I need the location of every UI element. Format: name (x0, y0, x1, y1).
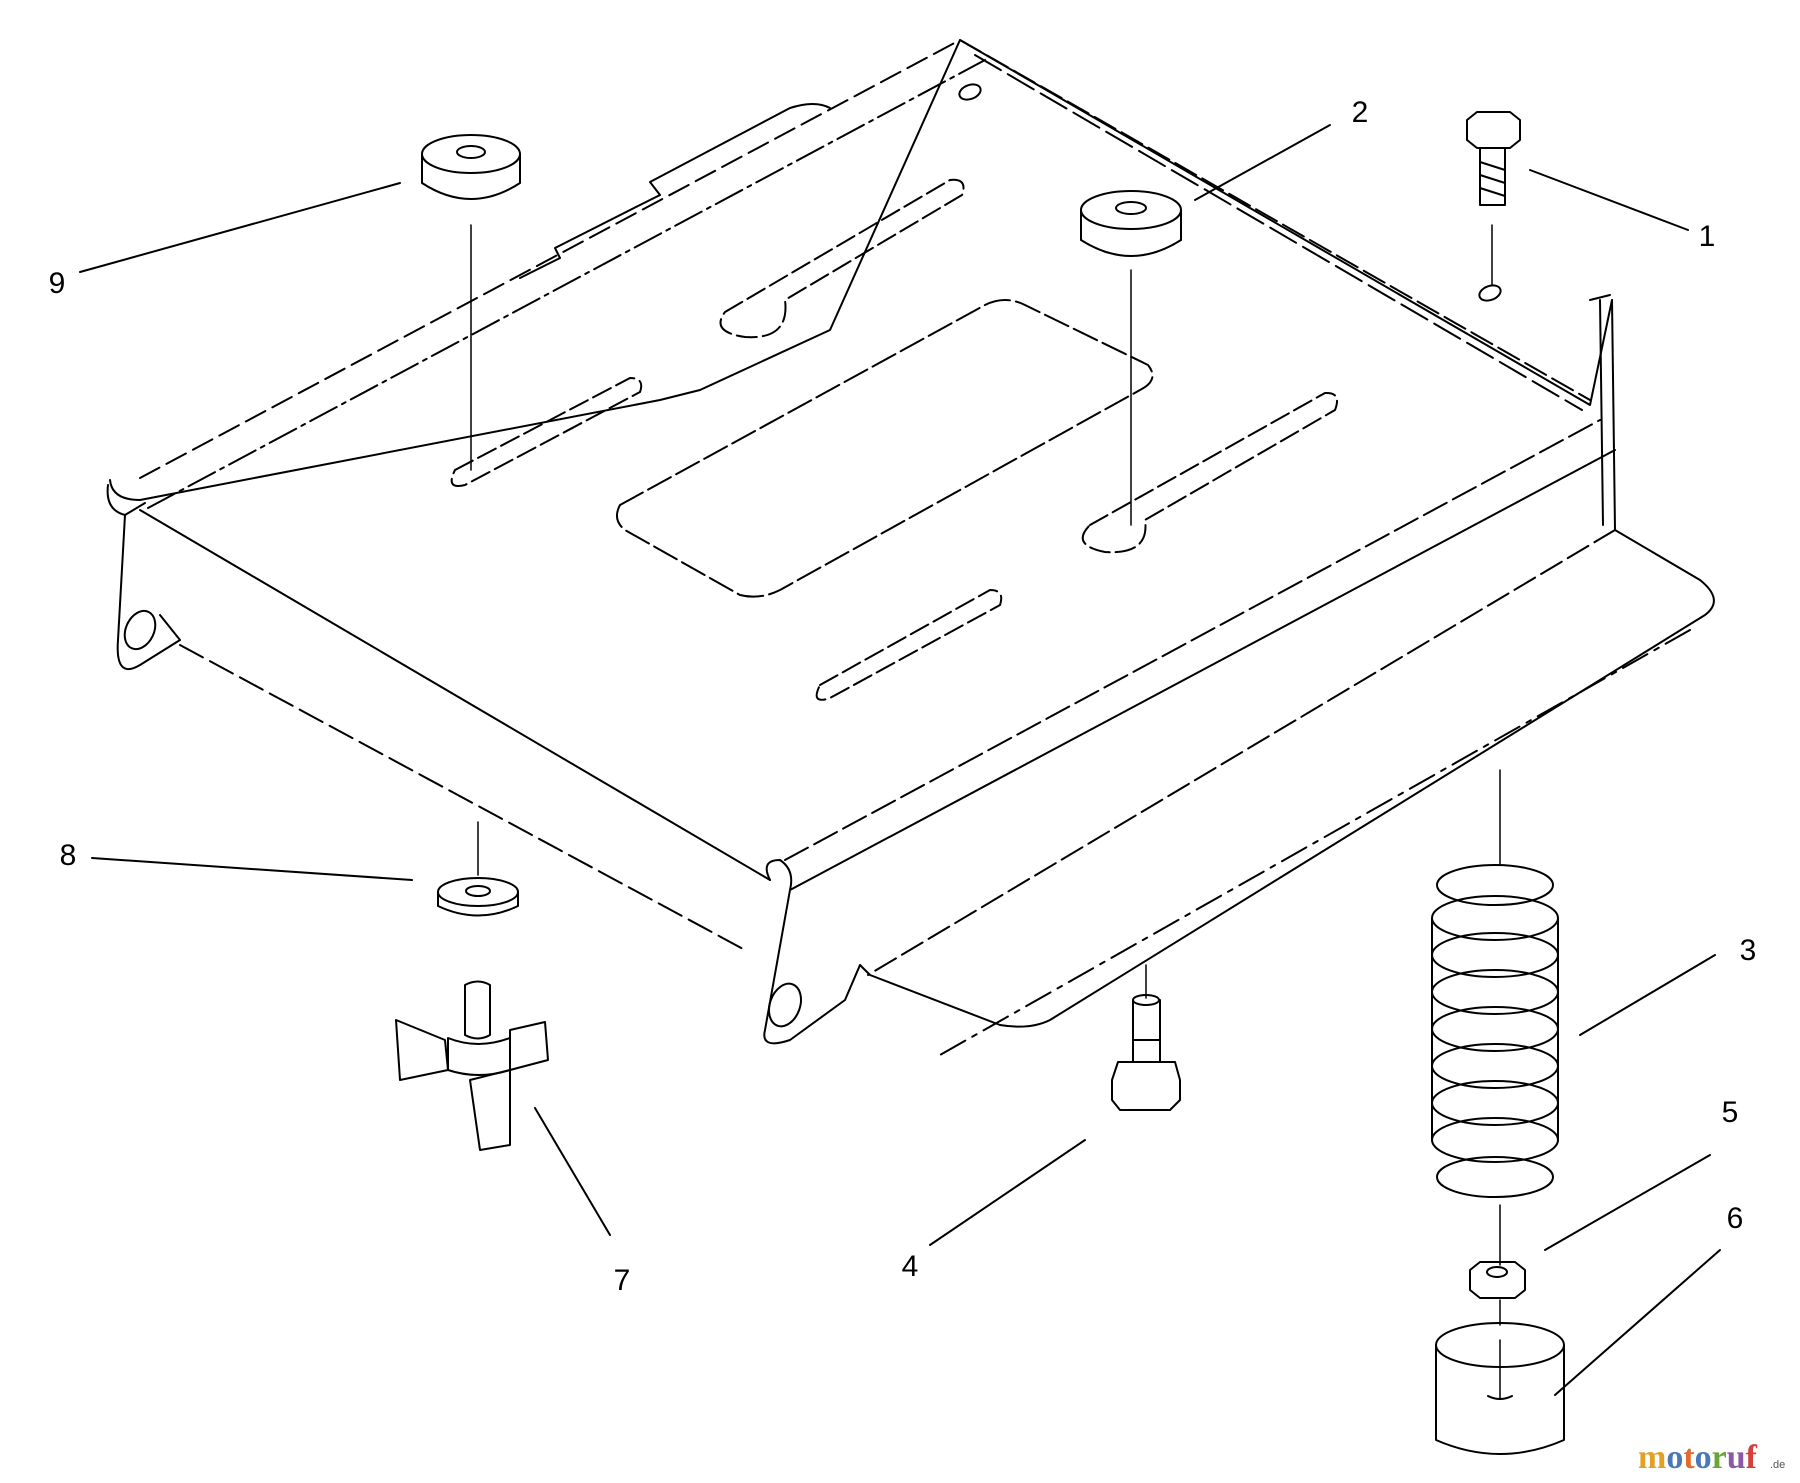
logo-letter: u (1727, 1439, 1746, 1476)
callout-1: 1 (1699, 220, 1716, 253)
callout-9: 9 (49, 267, 66, 300)
logo-letter: o (1666, 1439, 1683, 1476)
logo-letter: t (1683, 1439, 1695, 1476)
hex-bolt-part-1 (1466, 111, 1521, 286)
callout-3: 3 (1740, 934, 1757, 967)
logo-letter: m (1638, 1439, 1666, 1476)
logo-suffix: .de (1770, 1459, 1785, 1471)
callout-2: 2 (1352, 96, 1369, 129)
rubber-washer-part-9 (421, 134, 521, 471)
callout-5: 5 (1722, 1096, 1739, 1129)
callout-7: 7 (614, 1264, 631, 1297)
shoulder-bolt-part-4 (1111, 964, 1181, 1111)
svg-text:motoruf: motoruf (1638, 1439, 1758, 1476)
callout-labels: 1 2 3 4 5 6 7 8 9 (49, 96, 1757, 1297)
compression-spring-part-3 (1431, 769, 1559, 1266)
flange-nut-part-5 (1469, 1261, 1526, 1326)
callout-4: 4 (902, 1250, 919, 1283)
motoruf-watermark-logo: motoruf .de (1638, 1439, 1785, 1476)
logo-letter: r (1712, 1439, 1727, 1476)
logo-letter: f (1746, 1439, 1758, 1476)
callout-8: 8 (60, 839, 77, 872)
rubber-washer-part-2 (1080, 190, 1182, 526)
star-knob-part-7 (395, 980, 549, 1151)
logo-letter: o (1695, 1439, 1712, 1476)
seat-mounting-plate (106, 39, 1715, 1056)
leader-lines (79, 124, 1721, 1396)
callout-6: 6 (1727, 1202, 1744, 1235)
flat-washer-part-8 (437, 821, 519, 917)
spacer-sleeve-part-6 (1435, 1322, 1565, 1455)
